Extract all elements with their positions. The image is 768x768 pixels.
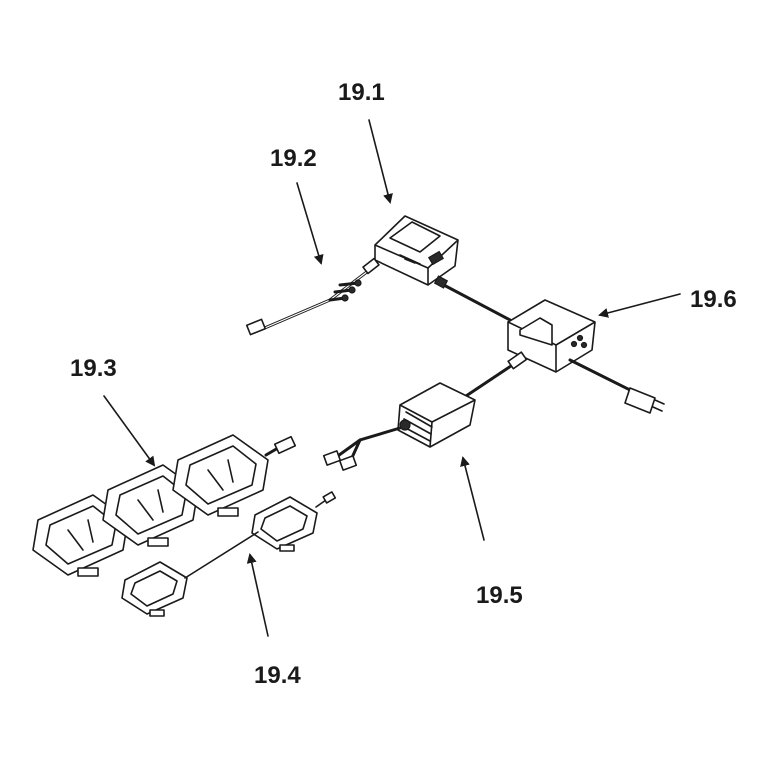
label-19-3: 19.3 <box>70 355 117 382</box>
cable-supply-to-driver <box>458 358 522 402</box>
label-19-1: 19.1 <box>338 79 385 106</box>
label-19-5: 19.5 <box>476 582 523 609</box>
arrow-19-1 <box>368 119 393 204</box>
power-supply-19-6 <box>507 299 665 414</box>
control-module-19-1 <box>374 215 459 286</box>
arrow-19-2 <box>296 182 324 265</box>
arrow-19-4 <box>246 553 269 637</box>
arrow-19-3 <box>103 395 156 467</box>
arrow-19-6 <box>598 293 681 318</box>
wire-harness-19-2 <box>245 257 380 336</box>
cable-module-to-supply <box>438 281 512 322</box>
arrow-19-5 <box>460 456 485 541</box>
light-fixture-pair-19-4 <box>121 491 337 617</box>
label-19-2: 19.2 <box>270 145 317 172</box>
led-driver-19-5 <box>322 382 476 471</box>
light-fixture-set-19-3 <box>32 434 297 577</box>
label-19-4: 19.4 <box>254 662 301 689</box>
label-19-6: 19.6 <box>690 286 737 313</box>
